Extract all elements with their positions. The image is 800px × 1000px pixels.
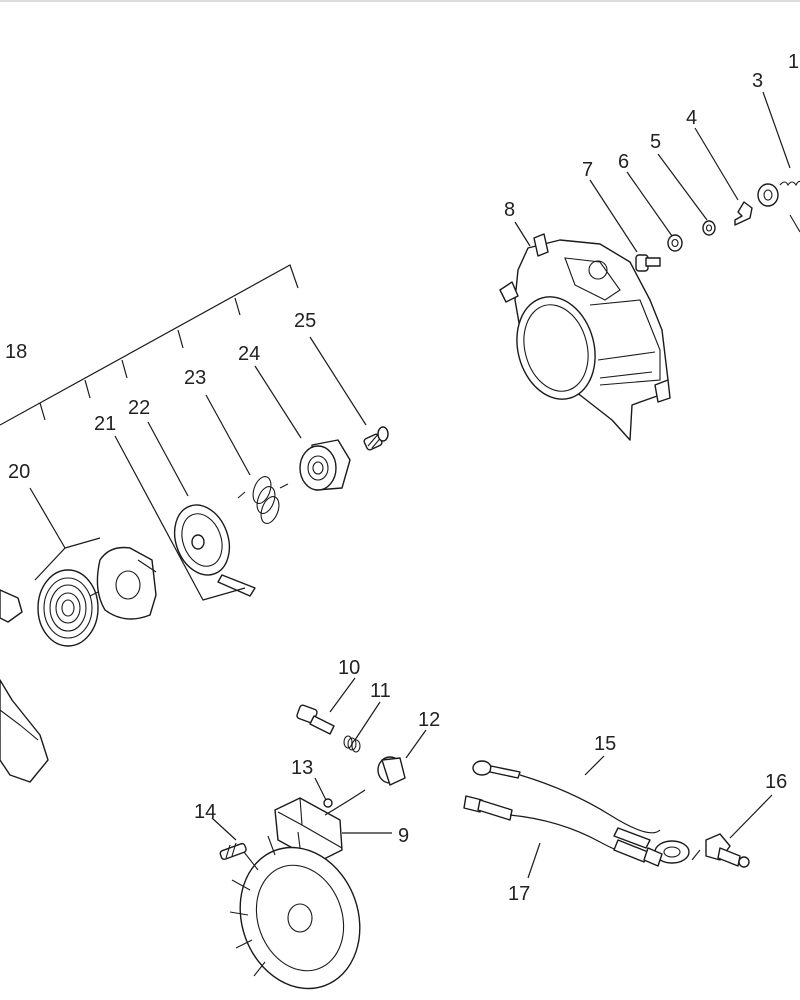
callout-12: 12 bbox=[418, 709, 440, 731]
callout-10: 10 bbox=[338, 657, 360, 679]
callout-7: 7 bbox=[582, 159, 593, 181]
callout-22: 22 bbox=[128, 397, 150, 419]
starter-assembly-bracket bbox=[0, 264, 299, 426]
part-9-ignition-coil bbox=[274, 789, 366, 863]
part-8-fan-housing bbox=[499, 233, 671, 441]
callout-24: 24 bbox=[238, 343, 260, 365]
part-4-bracket bbox=[734, 201, 753, 226]
callout-13: 13 bbox=[291, 757, 313, 779]
callout-25: 25 bbox=[294, 310, 316, 332]
part-25-starter-screw bbox=[363, 426, 389, 451]
part-5-nut bbox=[702, 220, 716, 236]
callout-14: 14 bbox=[194, 801, 216, 823]
callout-17: 17 bbox=[508, 883, 530, 905]
part-15-ground-wire bbox=[472, 760, 690, 864]
part-11-spark-plug-spring bbox=[343, 735, 361, 753]
callout-18: 18 bbox=[5, 341, 27, 363]
flywheel bbox=[229, 831, 361, 990]
part-16-stop-switch bbox=[691, 833, 750, 868]
callout-labels: 1 3 4 5 6 7 8 18 25 24 23 22 21 20 10 11… bbox=[5, 51, 799, 905]
part-23-starter-spring bbox=[237, 476, 289, 524]
callout-8: 8 bbox=[504, 199, 515, 221]
callout-15: 15 bbox=[594, 733, 616, 755]
callout-16: 16 bbox=[765, 771, 787, 793]
leader-lines bbox=[29, 91, 791, 879]
callout-21: 21 bbox=[94, 413, 116, 435]
callout-5: 5 bbox=[650, 131, 661, 153]
callout-11: 11 bbox=[370, 680, 391, 702]
callout-9: 9 bbox=[398, 825, 409, 847]
callout-20: 20 bbox=[8, 461, 30, 483]
part-22-starter-pulley bbox=[173, 504, 256, 597]
part-20-recoil-spring bbox=[37, 569, 99, 647]
callout-4: 4 bbox=[686, 107, 697, 129]
callout-23: 23 bbox=[184, 367, 206, 389]
part-3-spring-bushing bbox=[757, 180, 800, 233]
part-20-starter-pawl-housing bbox=[96, 546, 157, 620]
part-10-spark-plug bbox=[296, 704, 335, 735]
part-17-stop-wire bbox=[463, 795, 663, 867]
part-6-washer bbox=[667, 234, 683, 252]
callout-1: 1 bbox=[788, 51, 799, 73]
part-14-coil-screw bbox=[219, 842, 247, 860]
part-24-starter-hub bbox=[299, 439, 351, 491]
part-7-screw bbox=[635, 254, 661, 272]
starter-cover-fragment bbox=[0, 589, 49, 783]
part-12-boot bbox=[377, 756, 406, 786]
callout-6: 6 bbox=[618, 151, 629, 173]
callout-3: 3 bbox=[752, 70, 763, 92]
